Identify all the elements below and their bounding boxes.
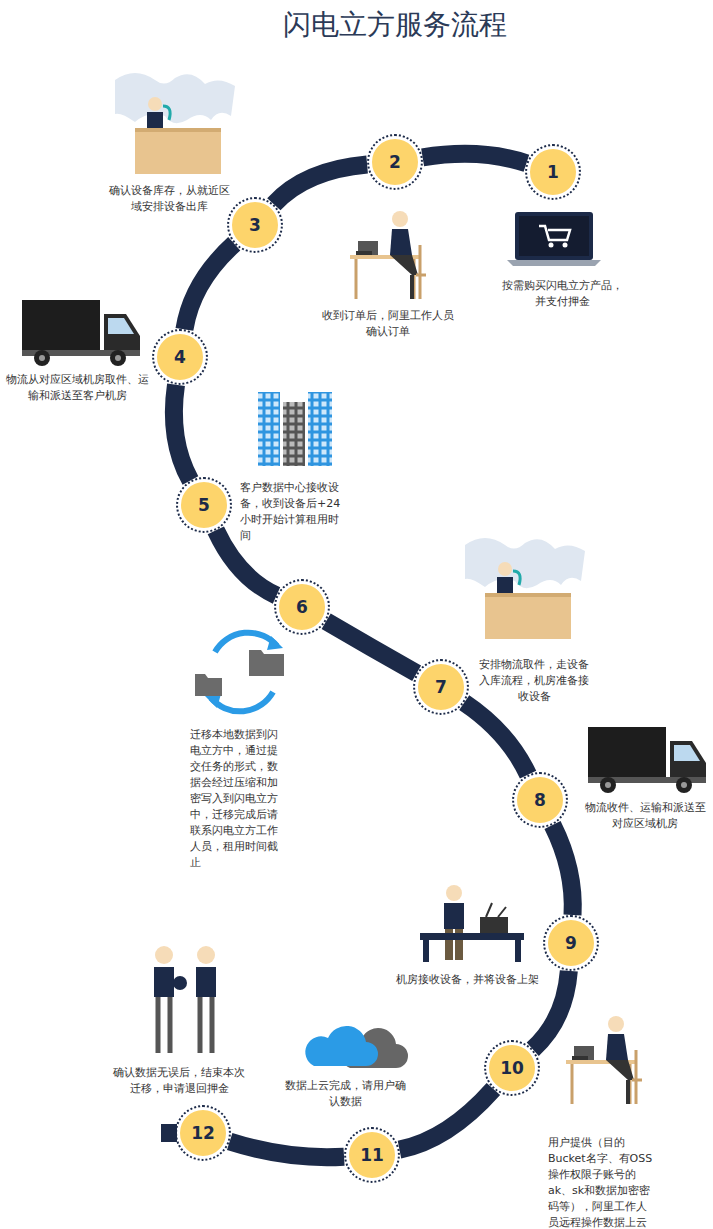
step-caption: 收到订单后，阿里工作人员确认订单 [318,308,458,340]
step-caption: 客户数据中心接收设备，收到设备后+24小时开始计算租用时间 [240,480,348,544]
step-circle: 3 [229,199,281,251]
step-caption: 用户提供（目的Bucket名字、有OSS操作权限子账号的ak、sk和数据加密密码… [548,1135,654,1229]
step-caption: 迁移本地数据到闪电立方中，通过提交任务的形式，数据会经过压缩和加密写入到闪电立方… [190,727,284,870]
step-number: 11 [360,1145,384,1165]
step-caption: 确认数据无误后，结束本次迁移，申请退回押金 [110,1065,248,1097]
step-number: 7 [435,677,447,697]
step-circle: 11 [346,1129,398,1181]
flow-segment [399,1089,493,1150]
step-circle: 10 [486,1042,538,1094]
flow-segment [274,164,367,204]
step-caption: 数据上云完成，请用户确认数据 [284,1078,406,1110]
step-caption: 确认设备库存，从就近区域安排设备出库 [104,183,234,215]
step-circle: 2 [369,136,421,188]
flow-segment [553,825,573,915]
step-caption: 物流收件、运输和派送至对应区域机房 [584,800,706,832]
step-number: 6 [296,597,308,617]
step-number: 4 [174,347,186,367]
step-circle: 7 [415,661,467,713]
step-number: 3 [249,215,261,235]
diagram-title: 闪电立方服务流程 [283,6,507,44]
step-circle: 1 [527,146,579,198]
step-circle: 9 [545,917,597,969]
step-number: 12 [191,1123,215,1143]
step-circle: 4 [154,331,206,383]
step-number: 10 [500,1058,524,1078]
flow-segment [326,621,416,673]
path-tail [161,1124,177,1142]
step-number: 9 [565,933,577,953]
step-caption: 安排物流取件，走设备入库流程，机房准备接收设备 [474,657,594,705]
step-circle: 6 [276,581,328,633]
step-caption: 物流从对应区域机房取件、运输和派送至客户机房 [4,372,150,404]
flow-segment [464,703,528,775]
flow-segment [230,1141,344,1157]
step-number: 8 [534,790,546,810]
step-number: 5 [198,495,210,515]
flow-segment [423,154,527,163]
step-circle: 8 [514,774,566,826]
step-circle: 12 [177,1107,229,1159]
flow-segment [184,244,234,330]
flow-segment [174,385,191,481]
step-number: 2 [389,152,401,172]
step-number: 1 [547,162,559,182]
step-caption: 按需购买闪电立方产品，并支付押金 [500,278,624,310]
step-caption: 机房接收设备，并将设备上架 [394,972,540,988]
step-circle: 5 [178,479,230,531]
